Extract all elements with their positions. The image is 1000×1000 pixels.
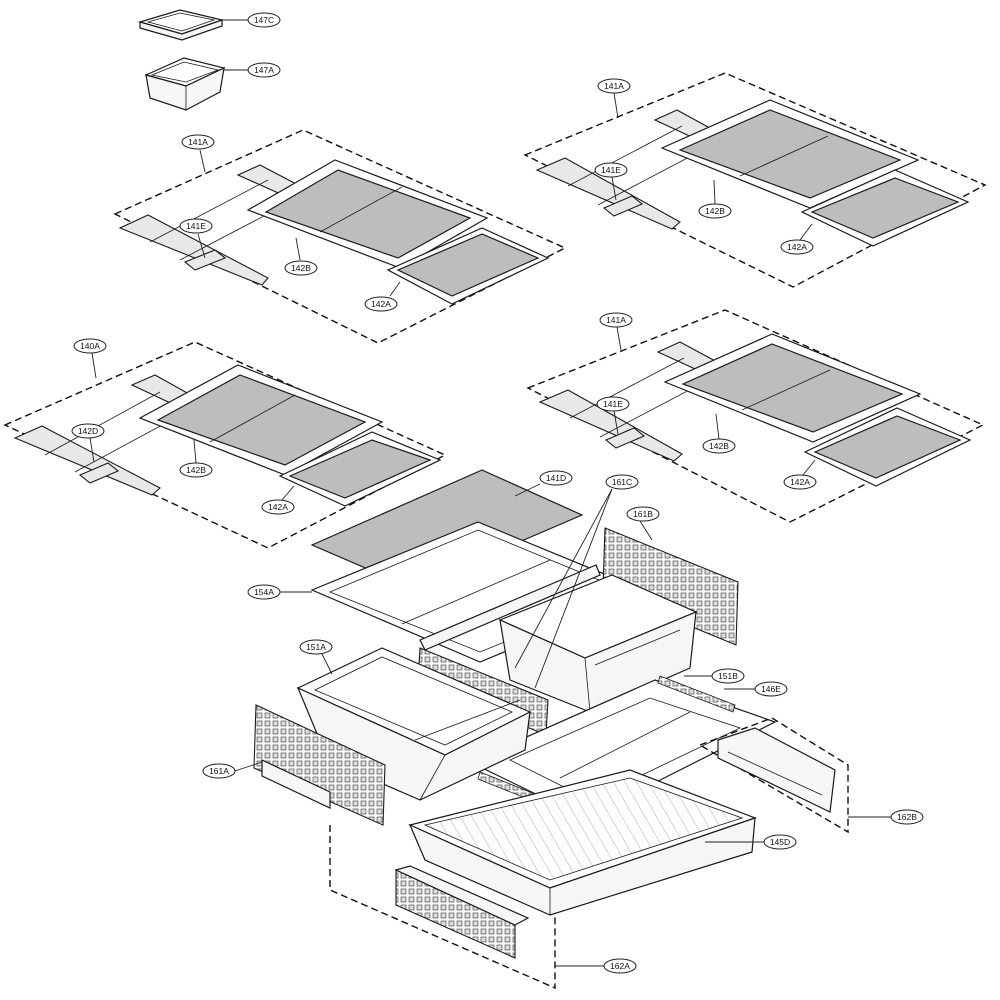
- shelf-group-middle-left: [3, 341, 447, 549]
- callout-label: 141A: [606, 315, 626, 325]
- group-boundary-upper-right: [523, 72, 987, 288]
- callout-141e-middle-right: 141E: [596, 396, 630, 435]
- group-boundary-middle-right: [526, 309, 985, 523]
- shelf-group-middle-right: [526, 309, 985, 523]
- callout-162a: 162A: [555, 958, 637, 974]
- callout-162b: 162B: [848, 809, 924, 825]
- callout-label: 145D: [770, 837, 790, 847]
- callout-146e: 146E: [724, 681, 788, 697]
- callout-label: 140A: [80, 341, 100, 351]
- callout-145d: 145D: [705, 834, 797, 850]
- callout-154a: 154A: [247, 584, 312, 600]
- callout-161a: 161A: [202, 761, 263, 779]
- callout-label: 142A: [268, 502, 288, 512]
- callout-142a-middle-right: 142A: [783, 459, 817, 490]
- part-162b-side-rail: [698, 717, 849, 834]
- callout-142a-upper-right: 142A: [780, 223, 814, 255]
- callout-141a-middle-right: 141A: [599, 312, 633, 351]
- callout-label: 161C: [612, 477, 632, 487]
- callout-147c: 147C: [222, 12, 281, 28]
- callout-label: 161A: [209, 766, 229, 776]
- part-162a-drawer-front: [329, 825, 556, 990]
- callout-label: 142A: [787, 242, 807, 252]
- callout-label: 161B: [633, 509, 653, 519]
- callout-label: 141E: [186, 221, 206, 231]
- callout-141e-upper-left: 141E: [179, 218, 213, 259]
- callout-label: 142A: [371, 299, 391, 309]
- shelf-group-upper-right: [523, 72, 987, 288]
- callout-label: 141D: [546, 473, 566, 483]
- shelf-group-upper-left: [113, 129, 567, 344]
- callout-141d: 141D: [514, 470, 573, 497]
- callout-142b-upper-right: 142B: [698, 179, 732, 219]
- callout-141e-upper-right: 141E: [594, 162, 628, 201]
- callout-142b-middle-right: 142B: [702, 413, 736, 454]
- callout-label: 142D: [78, 426, 98, 436]
- callout-141a-upper-right: 141A: [597, 78, 631, 119]
- callout-label: 141E: [601, 165, 621, 175]
- group-boundary-middle-left: [3, 341, 447, 549]
- callout-151b: 151B: [684, 668, 745, 684]
- callout-151a: 151A: [299, 639, 333, 675]
- callout-label: 154A: [254, 587, 274, 597]
- callout-label: 147C: [254, 15, 274, 25]
- callout-label: 141A: [604, 81, 624, 91]
- callout-161b: 161B: [626, 506, 660, 541]
- callout-label: 162B: [897, 812, 917, 822]
- callout-label: 142B: [709, 441, 729, 451]
- callout-141a-upper-left: 141A: [181, 134, 215, 173]
- callout-142a-middle-left: 142A: [261, 485, 295, 515]
- part-147a-bin: [144, 57, 226, 111]
- part-145d-pan: [408, 769, 757, 916]
- callout-label: 162A: [610, 961, 630, 971]
- part-147c-tray-lid: [137, 9, 225, 41]
- callout-label: 141A: [188, 137, 208, 147]
- callout-label: 151A: [306, 642, 326, 652]
- part-161b-divider: [602, 527, 739, 646]
- callout-label: 151B: [718, 671, 738, 681]
- part-161a-divider: [253, 704, 386, 826]
- callout-142a-upper-left: 142A: [364, 281, 401, 312]
- callout-label: 146E: [761, 684, 781, 694]
- callout-142b-upper-left: 142B: [284, 237, 318, 276]
- callout-label: 142B: [186, 465, 206, 475]
- callout-label: 142B: [705, 206, 725, 216]
- callout-label: 142A: [790, 477, 810, 487]
- group-boundary-upper-left: [113, 129, 567, 344]
- callout-140a: 140A: [73, 338, 107, 379]
- callout-label: 147A: [254, 65, 274, 75]
- callout-label: 141E: [603, 399, 623, 409]
- callout-161c: 161C: [514, 474, 639, 689]
- callout-147a: 147A: [224, 62, 281, 78]
- callout-142b-middle-left: 142B: [179, 439, 213, 478]
- callout-142d: 142D: [71, 423, 105, 463]
- part-151b-drawer: [498, 574, 698, 713]
- callout-label: 142B: [291, 263, 311, 273]
